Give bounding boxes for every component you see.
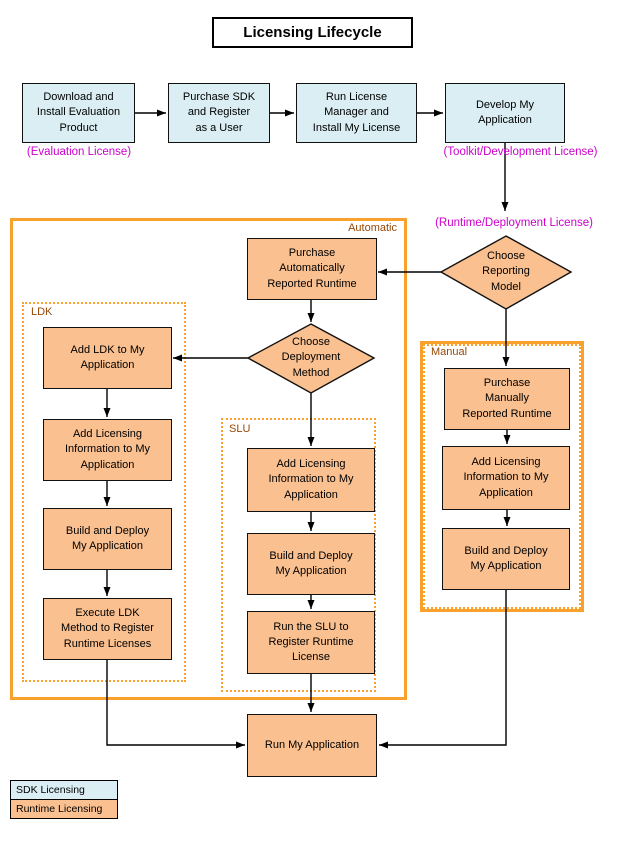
step-manual-add-licensing-information: Add Licensing Information to My Applicat…: [442, 446, 570, 510]
group-label-ldk: LDK: [31, 306, 53, 318]
step-ldk-build-and-deploy: Build and Deploy My Application: [43, 508, 172, 570]
group-manual-frame: [420, 341, 584, 612]
group-slu-frame: [221, 418, 376, 692]
label-evaluation-license: (Evaluation License): [26, 146, 132, 158]
decision-choose-deployment-method: Choose Deployment Method: [281, 336, 341, 379]
step-slu-build-and-deploy: Build and Deploy My Application: [247, 533, 375, 595]
legend-runtime-licensing: Runtime Licensing: [10, 799, 118, 819]
step-purchase-manually-reported-runtime: Purchase Manually Reported Runtime: [444, 368, 570, 430]
step-slu-add-licensing-information: Add Licensing Information to My Applicat…: [247, 448, 375, 512]
arrow-execute-ldk-to-run-app: [106, 660, 245, 749]
step-manual-build-and-deploy: Build and Deploy My Application: [442, 528, 570, 590]
step-download-install-evaluation: Download and Install Evaluation Product: [22, 83, 135, 143]
decision-choose-reporting-model: Choose Reporting Model: [482, 250, 530, 293]
step-run-my-application: Run My Application: [247, 714, 377, 777]
group-label-automatic: Automatic: [348, 222, 397, 234]
choose-reporting-diamond: [439, 235, 573, 310]
page-title: Licensing Lifecycle: [212, 17, 413, 48]
step-run-license-manager: Run License Manager and Install My Licen…: [296, 83, 417, 143]
legend-sdk-licensing: SDK Licensing: [10, 780, 118, 800]
step-purchase-automatically-reported-runtime: Purchase Automatically Reported Runtime: [247, 238, 377, 300]
step-develop-my-application: Develop My Application: [445, 83, 565, 143]
group-label-slu: SLU: [229, 423, 251, 435]
label-runtime-deployment-license: (Runtime/Deployment License): [435, 217, 593, 229]
label-toolkit-development-license: (Toolkit/Development License): [443, 146, 598, 158]
arrow-manual-build-to-run-app: [379, 590, 507, 749]
group-label-manual: Manual: [431, 346, 468, 358]
step-ldk-add-licensing-information: Add Licensing Information to My Applicat…: [43, 419, 172, 481]
group-manual-inner-border: [423, 344, 581, 609]
legend: SDK Licensing Runtime Licensing: [10, 780, 118, 819]
step-purchase-sdk-register: Purchase SDK and Register as a User: [168, 83, 270, 143]
group-automatic-frame: [10, 218, 407, 700]
step-add-ldk-to-my-application: Add LDK to My Application: [43, 327, 172, 389]
choose-deployment-diamond: [246, 323, 376, 394]
step-run-the-slu-register-runtime: Run the SLU to Register Runtime License: [247, 611, 375, 674]
group-ldk-frame: [22, 302, 186, 682]
step-execute-ldk-method: Execute LDK Method to Register Runtime L…: [43, 598, 172, 660]
